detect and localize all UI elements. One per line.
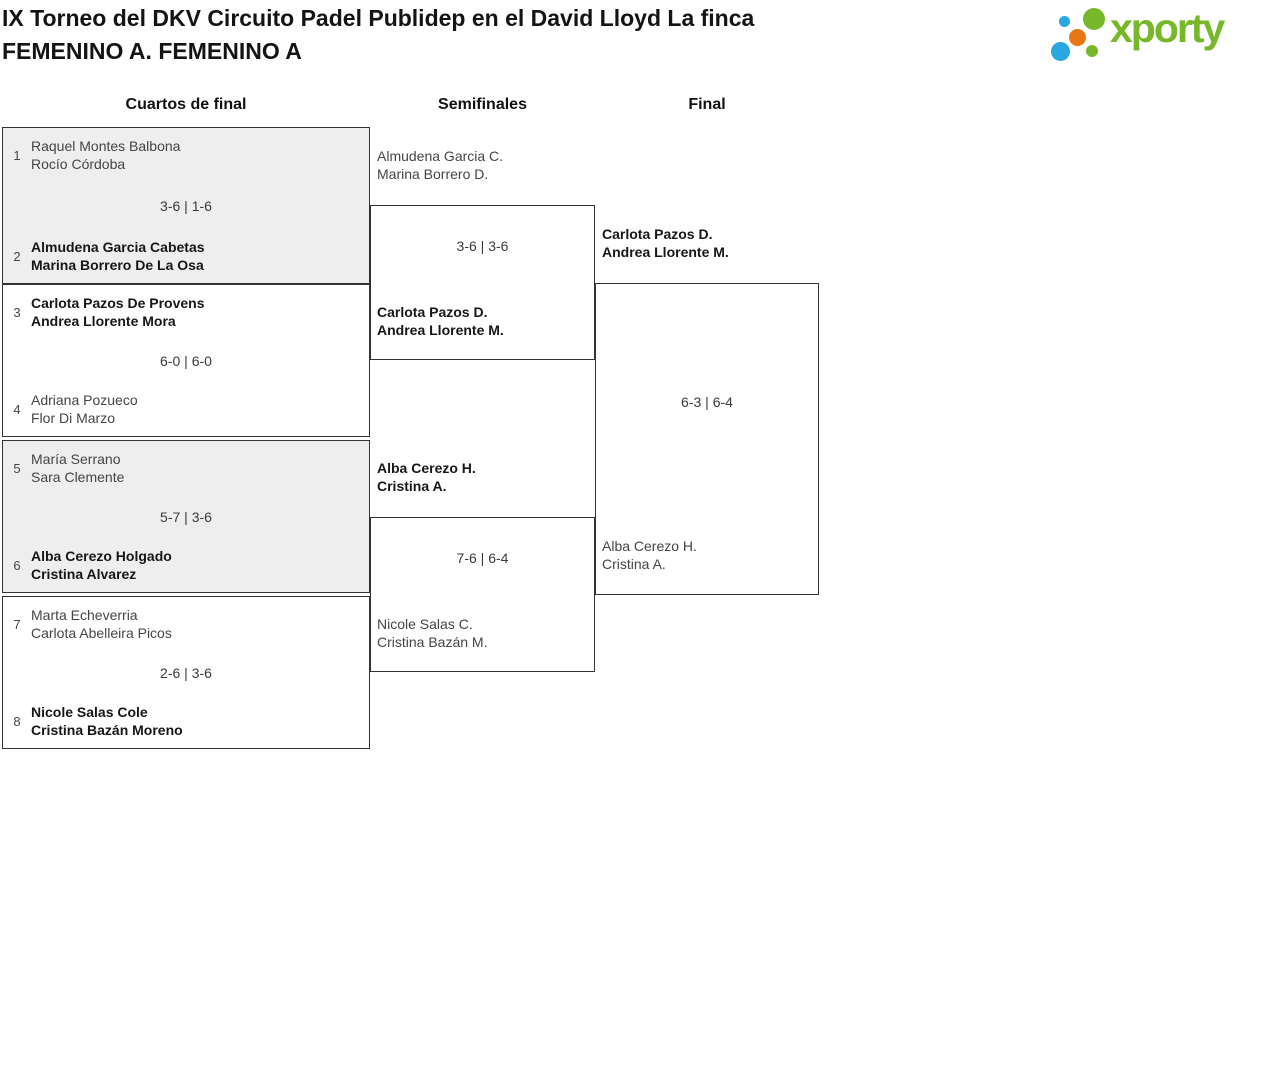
round-header-semifinals: Semifinales — [438, 96, 527, 113]
seed-number: 2 — [13, 248, 21, 264]
player-name: Sara Clemente — [31, 469, 125, 485]
logo-dot-small-green-icon — [1086, 45, 1098, 57]
seed-number: 6 — [13, 557, 21, 573]
final-match-box — [595, 283, 819, 595]
team-slot: 2 Almudena Garcia Cabetas Marina Borrero… — [3, 238, 369, 274]
player-name: Cristina A. — [377, 478, 447, 494]
player-name: Adriana Pozueco — [31, 392, 138, 408]
player-name: María Serrano — [31, 451, 121, 467]
quarterfinal-match-2: 3 Carlota Pazos De Provens Andrea Lloren… — [2, 284, 370, 437]
quarterfinal-match-1: 1 Raquel Montes Balbona Rocío Córdoba 3-… — [2, 127, 370, 284]
seed-number: 8 — [13, 713, 21, 729]
round-header-final: Final — [688, 96, 726, 113]
player-name: Nicole Salas C. — [377, 616, 473, 632]
semifinal-2-score: 7-6 | 6-4 — [456, 550, 509, 566]
player-name: Almudena Garcia Cabetas — [31, 239, 205, 255]
team-slot: 3 Carlota Pazos De Provens Andrea Lloren… — [3, 294, 369, 330]
player-name: Raquel Montes Balbona — [31, 138, 181, 154]
player-name: Cristina A. — [602, 556, 666, 572]
logo-dot-large-green-icon — [1083, 8, 1105, 30]
team-players: Almudena Garcia Cabetas Marina Borrero D… — [31, 238, 205, 274]
final-score: 6-3 | 6-4 — [681, 394, 733, 410]
seed-number: 4 — [13, 401, 21, 417]
player-name: Rocío Córdoba — [31, 156, 126, 172]
semifinal-2-team-top: Alba Cerezo H. Cristina A. — [377, 459, 476, 495]
match-score: 2-6 | 3-6 — [160, 664, 212, 681]
logo-dot-orange-icon — [1069, 29, 1086, 46]
player-name: Marta Echeverria — [31, 607, 138, 623]
team-players: Raquel Montes Balbona Rocío Córdoba — [31, 137, 180, 173]
xporty-logo[interactable]: xporty — [1050, 4, 1278, 70]
team-slot: 7 Marta Echeverria Carlota Abelleira Pic… — [3, 606, 369, 642]
player-name: Andrea Llorente M. — [377, 322, 504, 338]
logo-dot-small-blue-icon — [1059, 16, 1070, 27]
page-title-line2: FEMENINO A. FEMENINO A — [2, 38, 302, 64]
logo-dot-large-blue-icon — [1051, 42, 1070, 61]
player-name: Carlota Abelleira Picos — [31, 625, 172, 641]
team-players: Adriana Pozueco Flor Di Marzo — [31, 391, 138, 427]
team-players: María Serrano Sara Clemente — [31, 450, 124, 486]
player-name: Almudena Garcia C. — [377, 148, 504, 164]
semifinal-match-1-box — [370, 205, 595, 360]
team-players: Marta Echeverria Carlota Abelleira Picos — [31, 606, 172, 642]
final-team-bottom: Alba Cerezo H. Cristina A. — [602, 537, 697, 573]
team-slot: 5 María Serrano Sara Clemente — [3, 450, 369, 486]
logo-wordmark: xporty — [1110, 5, 1225, 51]
match-score: 6-0 | 6-0 — [160, 352, 212, 369]
team-players: Nicole Salas Cole Cristina Bazán Moreno — [31, 703, 183, 739]
page-title: IX Torneo del DKV Circuito Padel Publide… — [2, 2, 754, 68]
player-name: Cristina Bazán Moreno — [31, 722, 183, 738]
player-name: Alba Cerezo Holgado — [31, 548, 172, 564]
match-score: 5-7 | 3-6 — [160, 508, 212, 525]
player-name: Carlota Pazos De Provens — [31, 295, 205, 311]
team-slot: 4 Adriana Pozueco Flor Di Marzo — [3, 391, 369, 427]
player-name: Alba Cerezo H. — [377, 460, 476, 476]
player-name: Nicole Salas Cole — [31, 704, 148, 720]
player-name: Flor Di Marzo — [31, 410, 116, 426]
quarterfinal-match-3: 5 María Serrano Sara Clemente 5-7 | 3-6 … — [2, 440, 370, 593]
semifinal-1-score: 3-6 | 3-6 — [456, 238, 509, 254]
semifinal-1-team-bottom: Carlota Pazos D. Andrea Llorente M. — [377, 303, 504, 339]
player-name: Cristina Alvarez — [31, 566, 137, 582]
seed-number: 3 — [13, 304, 21, 320]
seed-number: 7 — [13, 616, 21, 632]
seed-number: 1 — [13, 147, 21, 163]
player-name: Carlota Pazos D. — [377, 304, 488, 320]
player-name: Marina Borrero D. — [377, 166, 489, 182]
player-name: Andrea Llorente Mora — [31, 313, 176, 329]
final-team-top: Carlota Pazos D. Andrea Llorente M. — [602, 225, 729, 261]
team-players: Alba Cerezo Holgado Cristina Alvarez — [31, 547, 172, 583]
team-slot: 8 Nicole Salas Cole Cristina Bazán Moren… — [3, 703, 369, 739]
seed-number: 5 — [13, 460, 21, 476]
team-players: Carlota Pazos De Provens Andrea Llorente… — [31, 294, 205, 330]
player-name: Alba Cerezo H. — [602, 538, 697, 554]
quarterfinal-match-4: 7 Marta Echeverria Carlota Abelleira Pic… — [2, 596, 370, 749]
team-slot: 6 Alba Cerezo Holgado Cristina Alvarez — [3, 547, 369, 583]
team-slot: 1 Raquel Montes Balbona Rocío Córdoba — [3, 137, 369, 173]
page-title-line1: IX Torneo del DKV Circuito Padel Publide… — [2, 5, 755, 31]
match-score: 3-6 | 1-6 — [160, 197, 212, 214]
semifinal-2-team-bottom: Nicole Salas C. Cristina Bazán M. — [377, 615, 487, 651]
round-header-quarterfinals: Cuartos de final — [125, 96, 247, 113]
player-name: Cristina Bazán M. — [377, 634, 488, 650]
player-name: Andrea Llorente M. — [602, 244, 729, 260]
semifinal-1-team-top: Almudena Garcia C. Marina Borrero D. — [377, 147, 503, 183]
player-name: Marina Borrero De La Osa — [31, 257, 204, 273]
semifinal-match-2-box — [370, 517, 595, 672]
player-name: Carlota Pazos D. — [602, 226, 713, 242]
